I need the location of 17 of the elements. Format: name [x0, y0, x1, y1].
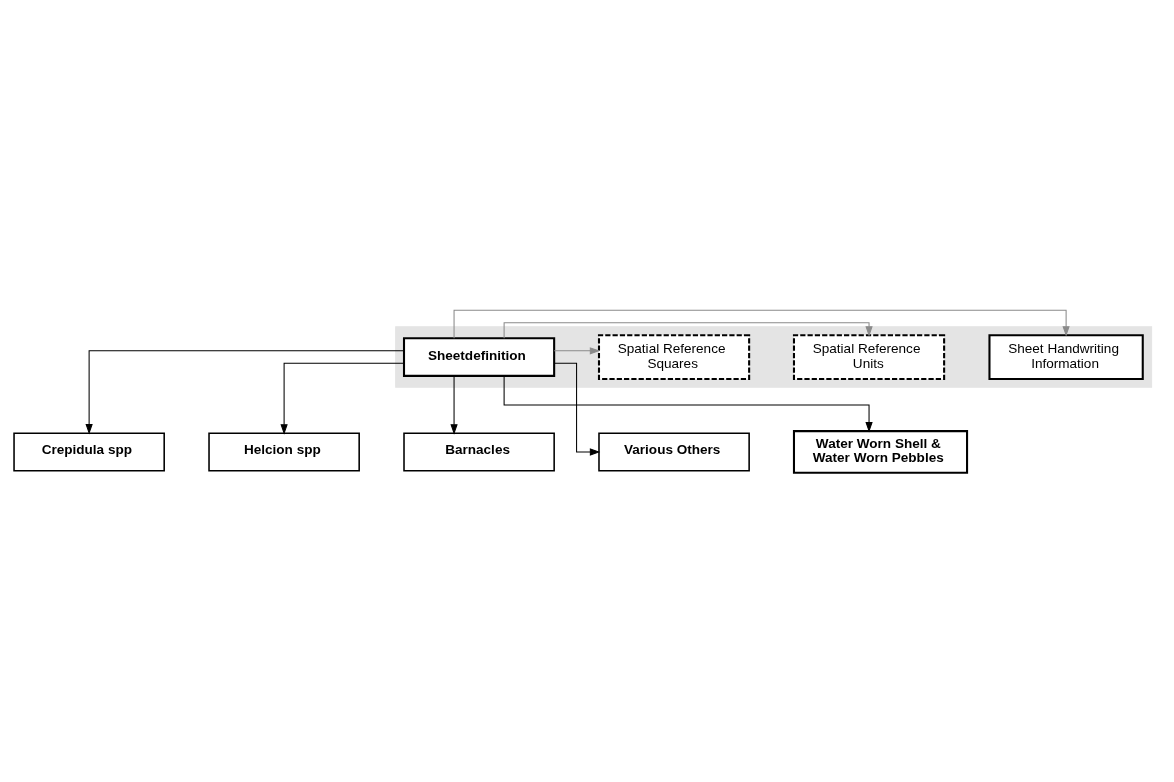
node-box: Water Worn Shell & Water Worn Pebbles [792, 429, 969, 474]
arrow [280, 362, 405, 435]
node-box: Barnacles [403, 431, 555, 471]
node-box: Various Others [598, 431, 750, 471]
node-box: Spatial Reference Units [792, 333, 946, 380]
arrow [450, 375, 458, 435]
node-box: Crepidula spp [13, 431, 165, 471]
arrow [503, 375, 873, 433]
node-box: Sheet Handwriting Information [988, 333, 1144, 380]
node-box: Helcion spp [208, 431, 360, 471]
arrow [553, 346, 601, 354]
node-box: Sheetdefinition [402, 336, 556, 377]
arrow [85, 349, 405, 435]
arrow [553, 362, 601, 456]
node-box: Spatial Reference Squares [597, 333, 751, 380]
arrow [503, 321, 873, 339]
arrow [453, 309, 1070, 339]
